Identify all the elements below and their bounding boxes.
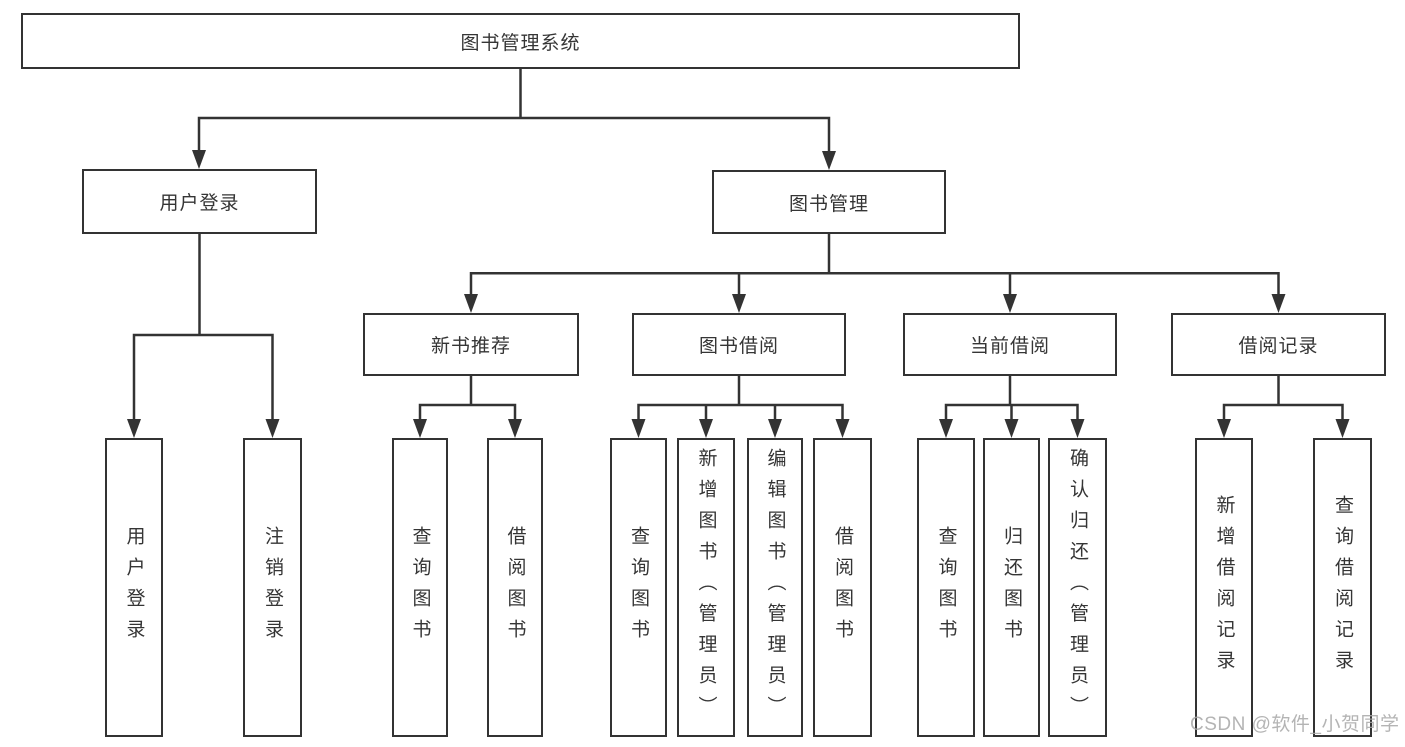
leaf-add-books-admin: 新增图书（管理员） (677, 438, 735, 737)
node-label: 新书推荐 (430, 336, 511, 357)
csdn-watermark: CSDN @软件_小贺同学 (1190, 714, 1400, 735)
leaf-query-books-recommend: 查询图书 (392, 438, 448, 737)
node-label: 当前借阅 (969, 336, 1050, 357)
leaf-query-borrow-record: 查询借阅记录 (1313, 438, 1372, 737)
node-book-management: 图书管理 (712, 170, 946, 234)
node-label: 编辑图书（管理员） (764, 448, 786, 727)
node-label: 注销登录 (262, 525, 283, 650)
node-label: 查询借阅记录 (1332, 494, 1353, 681)
arrow-down-icon (1070, 419, 1085, 438)
node-label: 查询图书 (935, 525, 957, 650)
node-label: 确认归还（管理员） (1067, 448, 1088, 727)
node-new-book-recommendation: 新书推荐 (363, 313, 579, 376)
node-label: 查询图书 (409, 525, 431, 650)
leaf-edit-books-admin: 编辑图书（管理员） (747, 438, 803, 737)
node-label: 图书管理 (788, 193, 869, 215)
node-borrowing-records: 借阅记录 (1171, 313, 1386, 376)
leaf-user-login: 用户登录 (105, 438, 163, 737)
arrow-down-icon (413, 419, 427, 438)
node-label: 图书借阅 (698, 336, 779, 357)
arrow-down-icon (699, 419, 713, 438)
node-label: 借阅记录 (1238, 336, 1319, 357)
connector-lines (132, 69, 1344, 420)
node-label: 新增借阅记录 (1213, 494, 1235, 681)
arrow-down-icon (631, 419, 646, 438)
leaf-logout: 注销登录 (243, 438, 302, 737)
arrow-down-icon (1271, 294, 1286, 313)
node-book-borrowing: 图书借阅 (632, 313, 846, 376)
node-user-login: 用户登录 (82, 169, 317, 234)
arrow-down-icon (939, 419, 953, 438)
arrow-down-icon (768, 419, 782, 438)
arrow-down-icon (508, 419, 522, 438)
arrowheads-group (127, 150, 1350, 438)
leaf-return-books: 归还图书 (983, 438, 1040, 737)
arrow-down-icon (464, 294, 478, 313)
arrow-down-icon (192, 150, 206, 169)
arrow-down-icon (1217, 419, 1231, 438)
node-label: 新增图书（管理员） (695, 448, 717, 727)
leaf-query-books-current: 查询图书 (917, 438, 975, 737)
arrow-down-icon (835, 419, 850, 438)
leaf-borrow-books-recommend: 借阅图书 (487, 438, 543, 737)
leaf-query-books-borrowing: 查询图书 (610, 438, 667, 737)
arrow-down-icon (1004, 419, 1019, 438)
arrow-down-icon (1003, 294, 1017, 313)
arrow-down-icon (127, 419, 141, 438)
arrow-down-icon (1335, 419, 1350, 438)
arrow-down-icon (822, 151, 836, 170)
leaf-borrow-books-borrowing: 借阅图书 (813, 438, 872, 737)
node-label: 图书管理系统 (460, 32, 581, 54)
node-label: 用户登录 (123, 525, 145, 650)
node-library-management-system: 图书管理系统 (21, 13, 1020, 69)
arrow-down-icon (732, 294, 746, 313)
node-label: 用户登录 (159, 193, 240, 214)
node-label: 归还图书 (1001, 525, 1022, 650)
leaf-confirm-return-admin: 确认归还（管理员） (1048, 438, 1107, 737)
node-label: 查询图书 (628, 525, 649, 650)
node-label: 借阅图书 (504, 525, 526, 650)
node-label: 借阅图书 (832, 525, 853, 650)
node-current-borrowing: 当前借阅 (903, 313, 1117, 376)
leaf-add-borrow-record: 新增借阅记录 (1195, 438, 1253, 737)
arrow-down-icon (265, 419, 280, 438)
